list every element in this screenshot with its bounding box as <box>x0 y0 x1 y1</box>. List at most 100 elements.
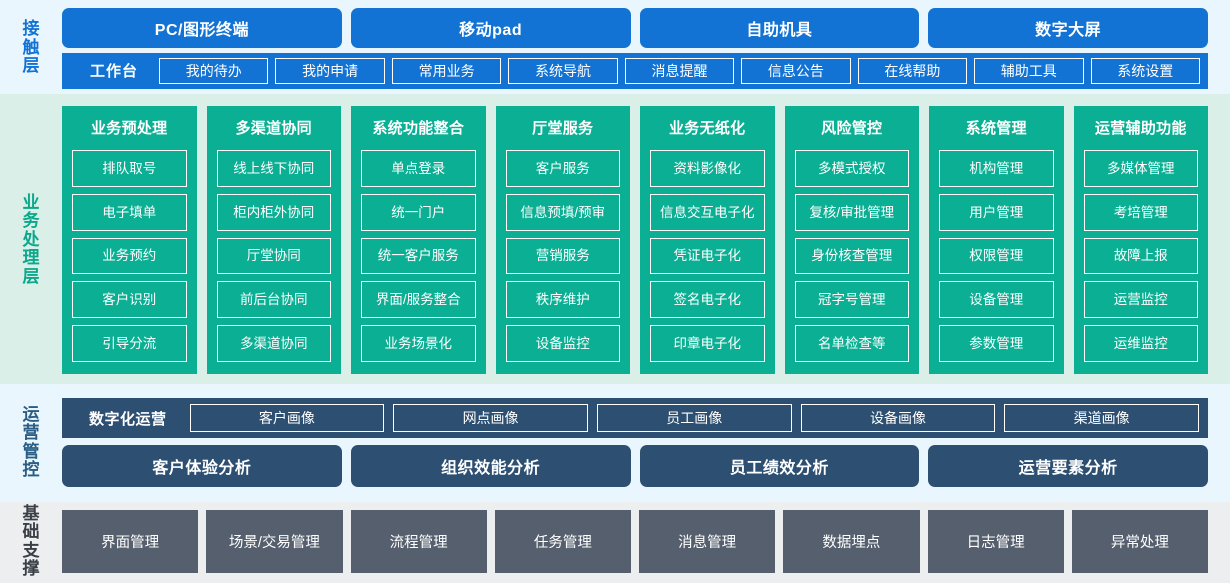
biz-item[interactable]: 单点登录 <box>361 150 476 187</box>
workbench-item-common-business[interactable]: 常用业务 <box>391 57 502 84</box>
channel-box-pc[interactable]: PC/图形终端 <box>62 7 342 48</box>
biz-item[interactable]: 运维监控 <box>1083 325 1198 362</box>
layer-label-contact: 接触层 <box>0 6 62 90</box>
biz-item[interactable]: 排队取号 <box>72 150 187 187</box>
biz-item[interactable]: 统一门户 <box>361 193 476 231</box>
layer-label-business: 业务处理层 <box>0 106 62 374</box>
analysis-box-operational-factors[interactable]: 运营要素分析 <box>928 445 1208 487</box>
workbench-item-todo[interactable]: 我的待办 <box>159 57 269 84</box>
portrait-item-channel[interactable]: 渠道画像 <box>1004 404 1200 432</box>
layer-operations-control: 运营管控 数字化运营 客户画像 网点画像 员工画像 设备画像 渠道画像 客户体验… <box>0 384 1230 502</box>
workbench-item-message-alert[interactable]: 消息提醒 <box>624 57 735 84</box>
analysis-box-organizational-efficiency[interactable]: 组织效能分析 <box>350 445 631 487</box>
biz-column-title: 系统功能整合 <box>372 120 465 137</box>
biz-item[interactable]: 柜内柜外协同 <box>216 193 331 231</box>
analysis-box-customer-experience[interactable]: 客户体验分析 <box>62 445 342 487</box>
biz-item[interactable]: 资料影像化 <box>650 150 765 187</box>
workbench-item-online-help[interactable]: 在线帮助 <box>857 57 968 84</box>
biz-item[interactable]: 运营监控 <box>1083 281 1198 319</box>
workbench-item-aux-tools[interactable]: 辅助工具 <box>974 57 1084 84</box>
biz-item[interactable]: 印章电子化 <box>650 325 765 362</box>
biz-item[interactable]: 客户服务 <box>505 150 620 187</box>
workbench-item-announcement[interactable]: 信息公告 <box>741 57 851 84</box>
biz-item[interactable]: 名单检查等 <box>794 325 909 362</box>
channel-box-digital-screen[interactable]: 数字大屏 <box>928 7 1208 48</box>
biz-column-title: 运营辅助功能 <box>1094 120 1187 137</box>
foundation-box-data-tracking[interactable]: 数据埋点 <box>783 510 920 573</box>
foundation-box-process-management[interactable]: 流程管理 <box>350 510 487 573</box>
biz-item[interactable]: 引导分流 <box>72 325 187 362</box>
biz-item[interactable]: 权限管理 <box>939 237 1054 275</box>
layer-foundation-support-body: 界面管理 场景/交易管理 流程管理 任务管理 消息管理 数据埋点 日志管理 异常… <box>62 510 1230 573</box>
biz-item[interactable]: 设备监控 <box>505 325 620 362</box>
portrait-item-employee[interactable]: 员工画像 <box>596 404 792 432</box>
workbench-item-system-settings[interactable]: 系统设置 <box>1090 57 1200 84</box>
biz-column-system-management: 系统管理 机构管理 用户管理 权限管理 设备管理 参数管理 <box>929 106 1064 374</box>
foundation-box-log-management[interactable]: 日志管理 <box>927 510 1064 573</box>
portrait-item-device[interactable]: 设备画像 <box>800 404 996 432</box>
biz-column-system-integration: 系统功能整合 单点登录 统一门户 统一客户服务 界面/服务整合 业务场景化 <box>351 106 486 374</box>
foundation-box-exception-handling[interactable]: 异常处理 <box>1071 510 1208 573</box>
biz-item[interactable]: 营销服务 <box>505 237 620 275</box>
biz-item[interactable]: 凭证电子化 <box>650 237 765 275</box>
biz-item[interactable]: 秩序维护 <box>505 281 620 319</box>
biz-item[interactable]: 多模式授权 <box>794 150 909 187</box>
biz-column-multichannel: 多渠道协同 线上线下协同 柜内柜外协同 厅堂协同 前后台协同 多渠道协同 <box>206 106 341 374</box>
biz-item[interactable]: 设备管理 <box>939 281 1054 319</box>
biz-item[interactable]: 机构管理 <box>939 150 1054 187</box>
layer-label-contact-text: 接触层 <box>22 19 40 76</box>
biz-item[interactable]: 信息交互电子化 <box>650 193 765 231</box>
biz-item[interactable]: 客户识别 <box>72 281 187 319</box>
workbench-item-application[interactable]: 我的申请 <box>275 57 385 84</box>
layer-foundation-support: 基础支撑 界面管理 场景/交易管理 流程管理 任务管理 消息管理 数据埋点 日志… <box>0 502 1230 583</box>
biz-column-title: 业务预处理 <box>90 120 168 137</box>
analysis-box-employee-performance[interactable]: 员工绩效分析 <box>639 445 920 487</box>
digital-operations-title: 数字化运营 <box>89 410 167 428</box>
layer-label-operations-control: 运营管控 <box>0 390 62 495</box>
biz-column-title: 系统管理 <box>965 120 1027 137</box>
portrait-item-branch[interactable]: 网点画像 <box>393 404 588 432</box>
biz-item[interactable]: 业务预约 <box>72 237 187 275</box>
layer-label-business-text: 业务处理层 <box>22 193 40 286</box>
biz-item[interactable]: 用户管理 <box>939 193 1054 231</box>
biz-column-title: 厅堂服务 <box>532 120 594 137</box>
foundation-box-scene-transaction-management[interactable]: 场景/交易管理 <box>206 510 343 573</box>
layer-contact: 接触层 PC/图形终端 移动pad 自助机具 数字大屏 工作台 我的待办 我的申… <box>0 0 1230 94</box>
layer-label-operations-control-text: 运营管控 <box>22 404 40 479</box>
biz-item[interactable]: 冠字号管理 <box>794 281 909 319</box>
biz-item[interactable]: 电子填单 <box>72 193 187 231</box>
workbench-item-system-nav[interactable]: 系统导航 <box>508 57 618 84</box>
biz-column-operations-support: 运营辅助功能 多媒体管理 考培管理 故障上报 运营监控 运维监控 <box>1073 106 1208 374</box>
biz-item[interactable]: 统一客户服务 <box>361 237 476 275</box>
biz-column-title: 业务无纸化 <box>668 120 746 137</box>
biz-item[interactable]: 复核/审批管理 <box>794 193 909 231</box>
layer-contact-body: PC/图形终端 移动pad 自助机具 数字大屏 工作台 我的待办 我的申请 常用… <box>62 6 1230 90</box>
biz-item[interactable]: 身份核查管理 <box>794 237 909 275</box>
workbench-bar: 工作台 我的待办 我的申请 常用业务 系统导航 消息提醒 信息公告 在线帮助 辅… <box>62 52 1208 89</box>
biz-item[interactable]: 信息预填/预审 <box>505 193 620 231</box>
portrait-item-customer[interactable]: 客户画像 <box>189 404 385 432</box>
biz-item[interactable]: 签名电子化 <box>650 281 765 319</box>
biz-column-lobby-service: 厅堂服务 客户服务 信息预填/预审 营销服务 秩序维护 设备监控 <box>495 106 630 374</box>
biz-item[interactable]: 多渠道协同 <box>216 325 331 362</box>
biz-column-preprocessing: 业务预处理 排队取号 电子填单 业务预约 客户识别 引导分流 <box>62 106 197 374</box>
biz-column-title: 风险管控 <box>821 120 883 137</box>
foundation-box-task-management[interactable]: 任务管理 <box>494 510 631 573</box>
channel-box-mobile-pad[interactable]: 移动pad <box>350 7 631 48</box>
foundation-box-ui-management[interactable]: 界面管理 <box>62 510 199 573</box>
biz-item[interactable]: 厅堂协同 <box>216 237 331 275</box>
biz-item[interactable]: 多媒体管理 <box>1083 150 1198 187</box>
foundation-box-message-management[interactable]: 消息管理 <box>639 510 776 573</box>
biz-item[interactable]: 故障上报 <box>1083 237 1198 275</box>
biz-item[interactable]: 线上线下协同 <box>216 150 331 187</box>
layer-business-body: 业务预处理 排队取号 电子填单 业务预约 客户识别 引导分流 多渠道协同 线上线… <box>62 106 1230 374</box>
biz-item[interactable]: 考培管理 <box>1083 193 1198 231</box>
channel-box-self-service[interactable]: 自助机具 <box>639 7 920 48</box>
biz-item[interactable]: 业务场景化 <box>361 325 476 362</box>
biz-column-title: 多渠道协同 <box>235 120 312 137</box>
channel-row: PC/图形终端 移动pad 自助机具 数字大屏 <box>62 7 1208 48</box>
biz-item[interactable]: 前后台协同 <box>216 281 331 319</box>
biz-item[interactable]: 参数管理 <box>939 325 1054 362</box>
biz-item[interactable]: 界面/服务整合 <box>361 281 476 319</box>
